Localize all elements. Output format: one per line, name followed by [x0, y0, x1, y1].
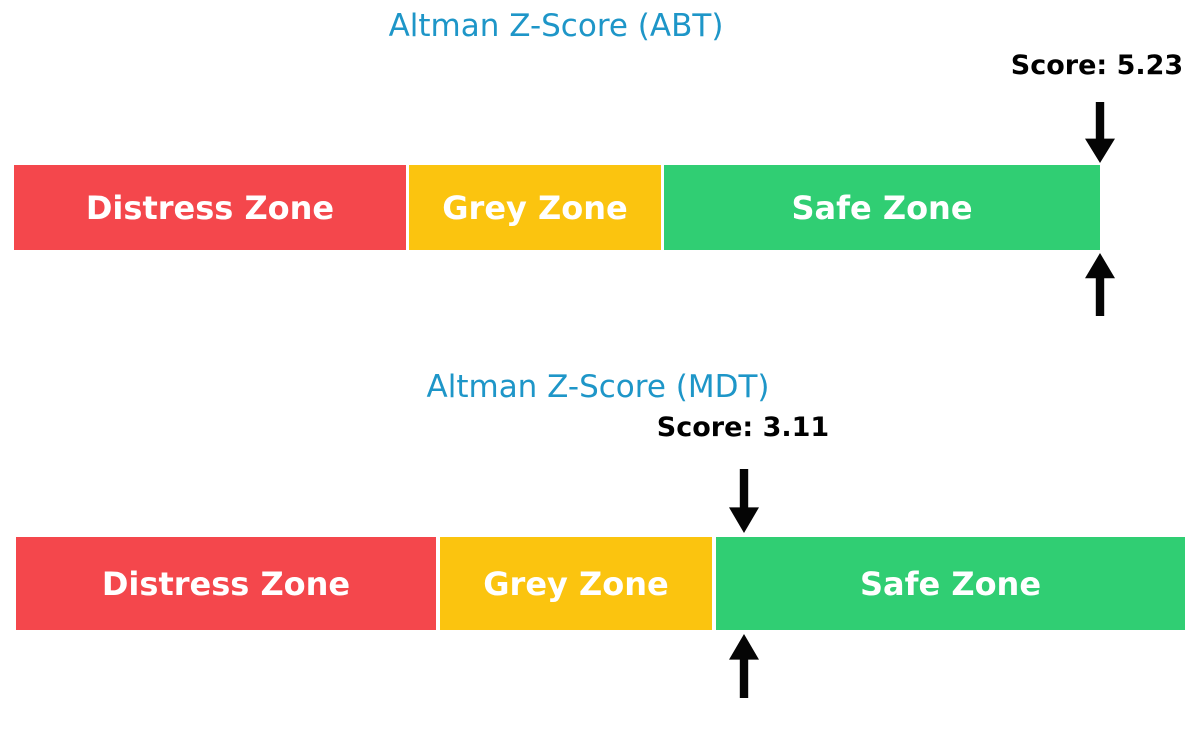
- zone-label-safe: Safe Zone: [859, 564, 1042, 603]
- zone-distress: Distress Zone: [16, 537, 436, 630]
- zone-bar-mdt: Distress Zone Grey Zone Safe Zone: [16, 537, 1185, 630]
- zone-grey: Grey Zone: [409, 165, 661, 250]
- zone-label-grey: Grey Zone: [442, 188, 628, 227]
- score-label-abt: Score: 5.23: [1010, 50, 1184, 81]
- zone-distress: Distress Zone: [14, 165, 406, 250]
- zone-label-distress: Distress Zone: [85, 188, 335, 227]
- score-label-mdt: Score: 3.11: [656, 412, 830, 443]
- score-marker-arrow-up-icon: [729, 634, 759, 698]
- zone-label-distress: Distress Zone: [101, 564, 351, 603]
- zone-label-grey: Grey Zone: [483, 564, 669, 603]
- chart-title-mdt: Altman Z-Score (MDT): [426, 369, 770, 405]
- score-marker-arrow-down-icon: [729, 469, 759, 533]
- zone-label-safe: Safe Zone: [791, 188, 973, 227]
- chart-title-abt: Altman Z-Score (ABT): [388, 8, 724, 44]
- zone-bar-abt: Distress Zone Grey Zone Safe Zone: [14, 165, 1100, 250]
- zone-safe: Safe Zone: [716, 537, 1185, 630]
- zone-safe: Safe Zone: [664, 165, 1100, 250]
- zone-grey: Grey Zone: [440, 537, 712, 630]
